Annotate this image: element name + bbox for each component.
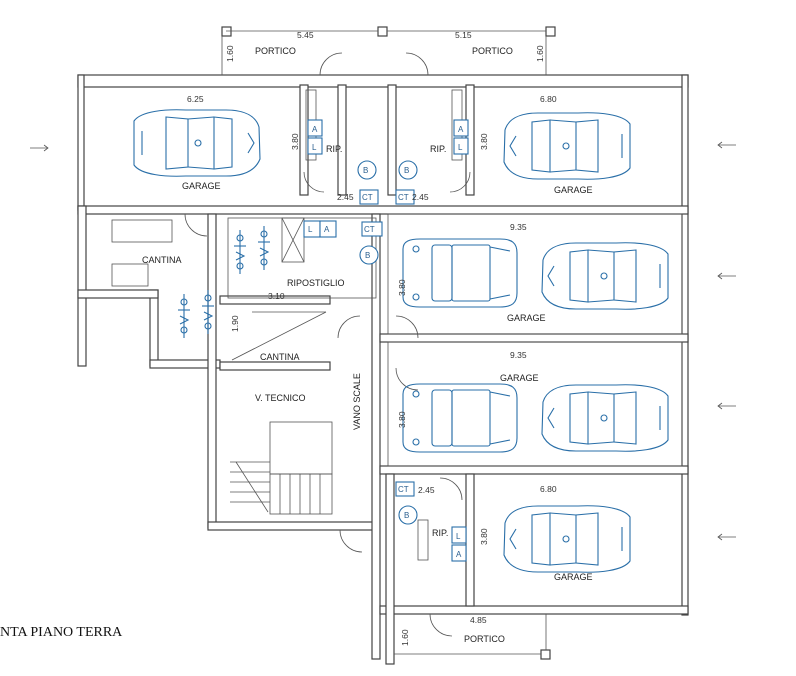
dim-380c: 3.80: [397, 279, 407, 296]
marker-a: A: [324, 225, 330, 234]
label-rip-2: RIP.: [430, 144, 446, 154]
utility-markers: A L A L B B CT CT L A CT B CT B L A: [303, 119, 469, 562]
dim-935a: 9.35: [510, 222, 527, 232]
marker-l: L: [308, 225, 313, 234]
entry-arrows: [30, 141, 736, 541]
dim-485: 4.85: [470, 615, 487, 625]
label-cantina-2: CANTINA: [260, 352, 300, 362]
marker-b: B: [363, 166, 368, 175]
label-garage-1: GARAGE: [182, 181, 221, 191]
label-v-tecnico: V. TECNICO: [255, 393, 306, 403]
dim-680b: 6.80: [540, 484, 557, 494]
building-walls: [77, 74, 689, 665]
staircase: [230, 311, 333, 515]
garage-2-car: [503, 112, 631, 180]
marker-b: B: [404, 511, 409, 520]
dim-380a: 3.80: [290, 133, 300, 150]
dim-160c: 1.60: [400, 629, 410, 646]
dim-245c: 2.45: [418, 485, 435, 495]
garage-3-car-b: [541, 242, 669, 310]
label-ripostiglio: RIPOSTIGLIO: [287, 278, 345, 288]
dim-380b: 3.80: [479, 133, 489, 150]
marker-a: A: [456, 550, 462, 559]
doors: [184, 52, 471, 637]
dim-245a: 2.45: [337, 192, 354, 202]
shelving: [111, 89, 463, 561]
dim-380e: 3.80: [479, 528, 489, 545]
marker-b: B: [365, 251, 370, 260]
marker-a: A: [312, 125, 318, 134]
garage-4-car-a: [402, 383, 518, 453]
marker-l: L: [458, 143, 463, 152]
label-rip-3: RIP.: [432, 528, 448, 538]
dim-545: 5.45: [297, 30, 314, 40]
marker-ct: CT: [398, 193, 409, 202]
dim-515: 5.15: [455, 30, 472, 40]
dim-935b: 9.35: [510, 350, 527, 360]
dim-160b: 1.60: [535, 45, 545, 62]
bicycle-icons: [177, 225, 271, 339]
garage-4-car-b: [541, 384, 669, 452]
dim-380d: 3.80: [397, 411, 407, 428]
label-garage-5: GARAGE: [554, 572, 593, 582]
label-portico-tl: PORTICO: [255, 46, 296, 56]
marker-l: L: [312, 143, 317, 152]
marker-ct: CT: [364, 225, 375, 234]
label-cantina-1: CANTINA: [142, 255, 182, 265]
portico-posts: [221, 26, 556, 660]
dim-190: 1.90: [230, 315, 240, 332]
dim-310: 3.10: [268, 291, 285, 301]
label-garage-2: GARAGE: [554, 185, 593, 195]
marker-ct: CT: [362, 193, 373, 202]
marker-b: B: [404, 166, 409, 175]
marker-a: A: [458, 125, 464, 134]
label-portico-tr: PORTICO: [472, 46, 513, 56]
garage-5-car: [503, 505, 631, 573]
label-vano-scale: VANO SCALE: [352, 373, 362, 430]
plan-title: NTA PIANO TERRA: [0, 625, 123, 640]
dim-245b: 2.45: [412, 192, 429, 202]
label-garage-3: GARAGE: [507, 313, 546, 323]
dim-680a: 6.80: [540, 94, 557, 104]
garage-1-car: [133, 109, 261, 177]
garage-3-car-a: [402, 238, 518, 308]
label-garage-4: GARAGE: [500, 373, 539, 383]
marker-l: L: [456, 532, 461, 541]
label-portico-b: PORTICO: [464, 634, 505, 644]
dim-625: 6.25: [187, 94, 204, 104]
dim-160a: 1.60: [225, 45, 235, 62]
marker-ct: CT: [398, 485, 409, 494]
label-rip-1: RIP.: [326, 144, 342, 154]
